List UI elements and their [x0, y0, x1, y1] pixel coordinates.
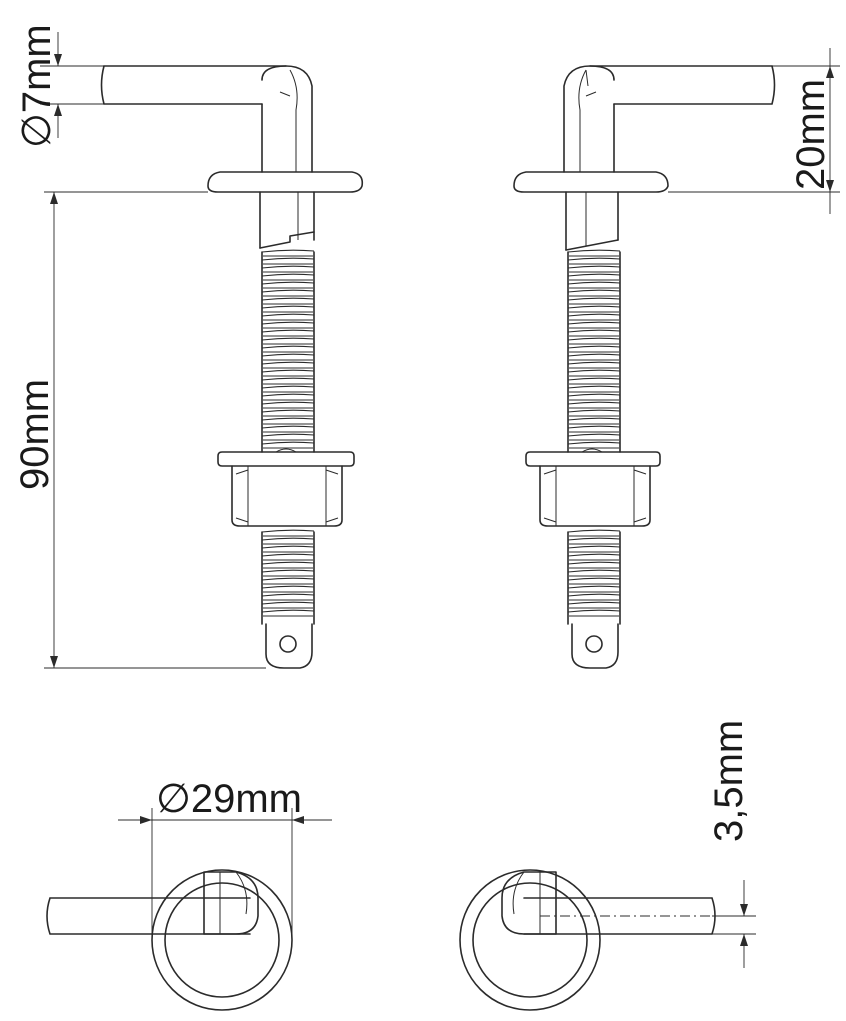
bolt-top-view-right — [459, 869, 716, 1011]
thread-upper-left — [261, 249, 315, 453]
thread-lower-right — [567, 529, 621, 625]
dimension-bolt-length: 90mm — [13, 191, 266, 669]
dimension-flange-diameter: ∅29mm — [118, 777, 332, 938]
bolt-front-view-right — [513, 65, 776, 669]
bolt-front-view-left — [100, 65, 364, 669]
dimension-pin-offset: 3,5mm — [707, 720, 756, 968]
bolt-top-view-left — [46, 869, 293, 1011]
dimension-label-flange-diameter: ∅29mm — [156, 777, 302, 821]
dimension-label-pin-offset: 3,5mm — [707, 720, 751, 842]
dimension-label-pin-diameter: ∅7mm — [15, 24, 59, 148]
dimension-label-pin-height: 20mm — [789, 79, 833, 190]
dimension-pin-height: 20mm — [668, 48, 840, 214]
thread-lower-left — [261, 529, 315, 625]
dimension-label-bolt-length: 90mm — [13, 379, 57, 490]
thread-upper-right — [567, 249, 621, 453]
dimension-pin-diameter: ∅7mm — [15, 24, 104, 148]
